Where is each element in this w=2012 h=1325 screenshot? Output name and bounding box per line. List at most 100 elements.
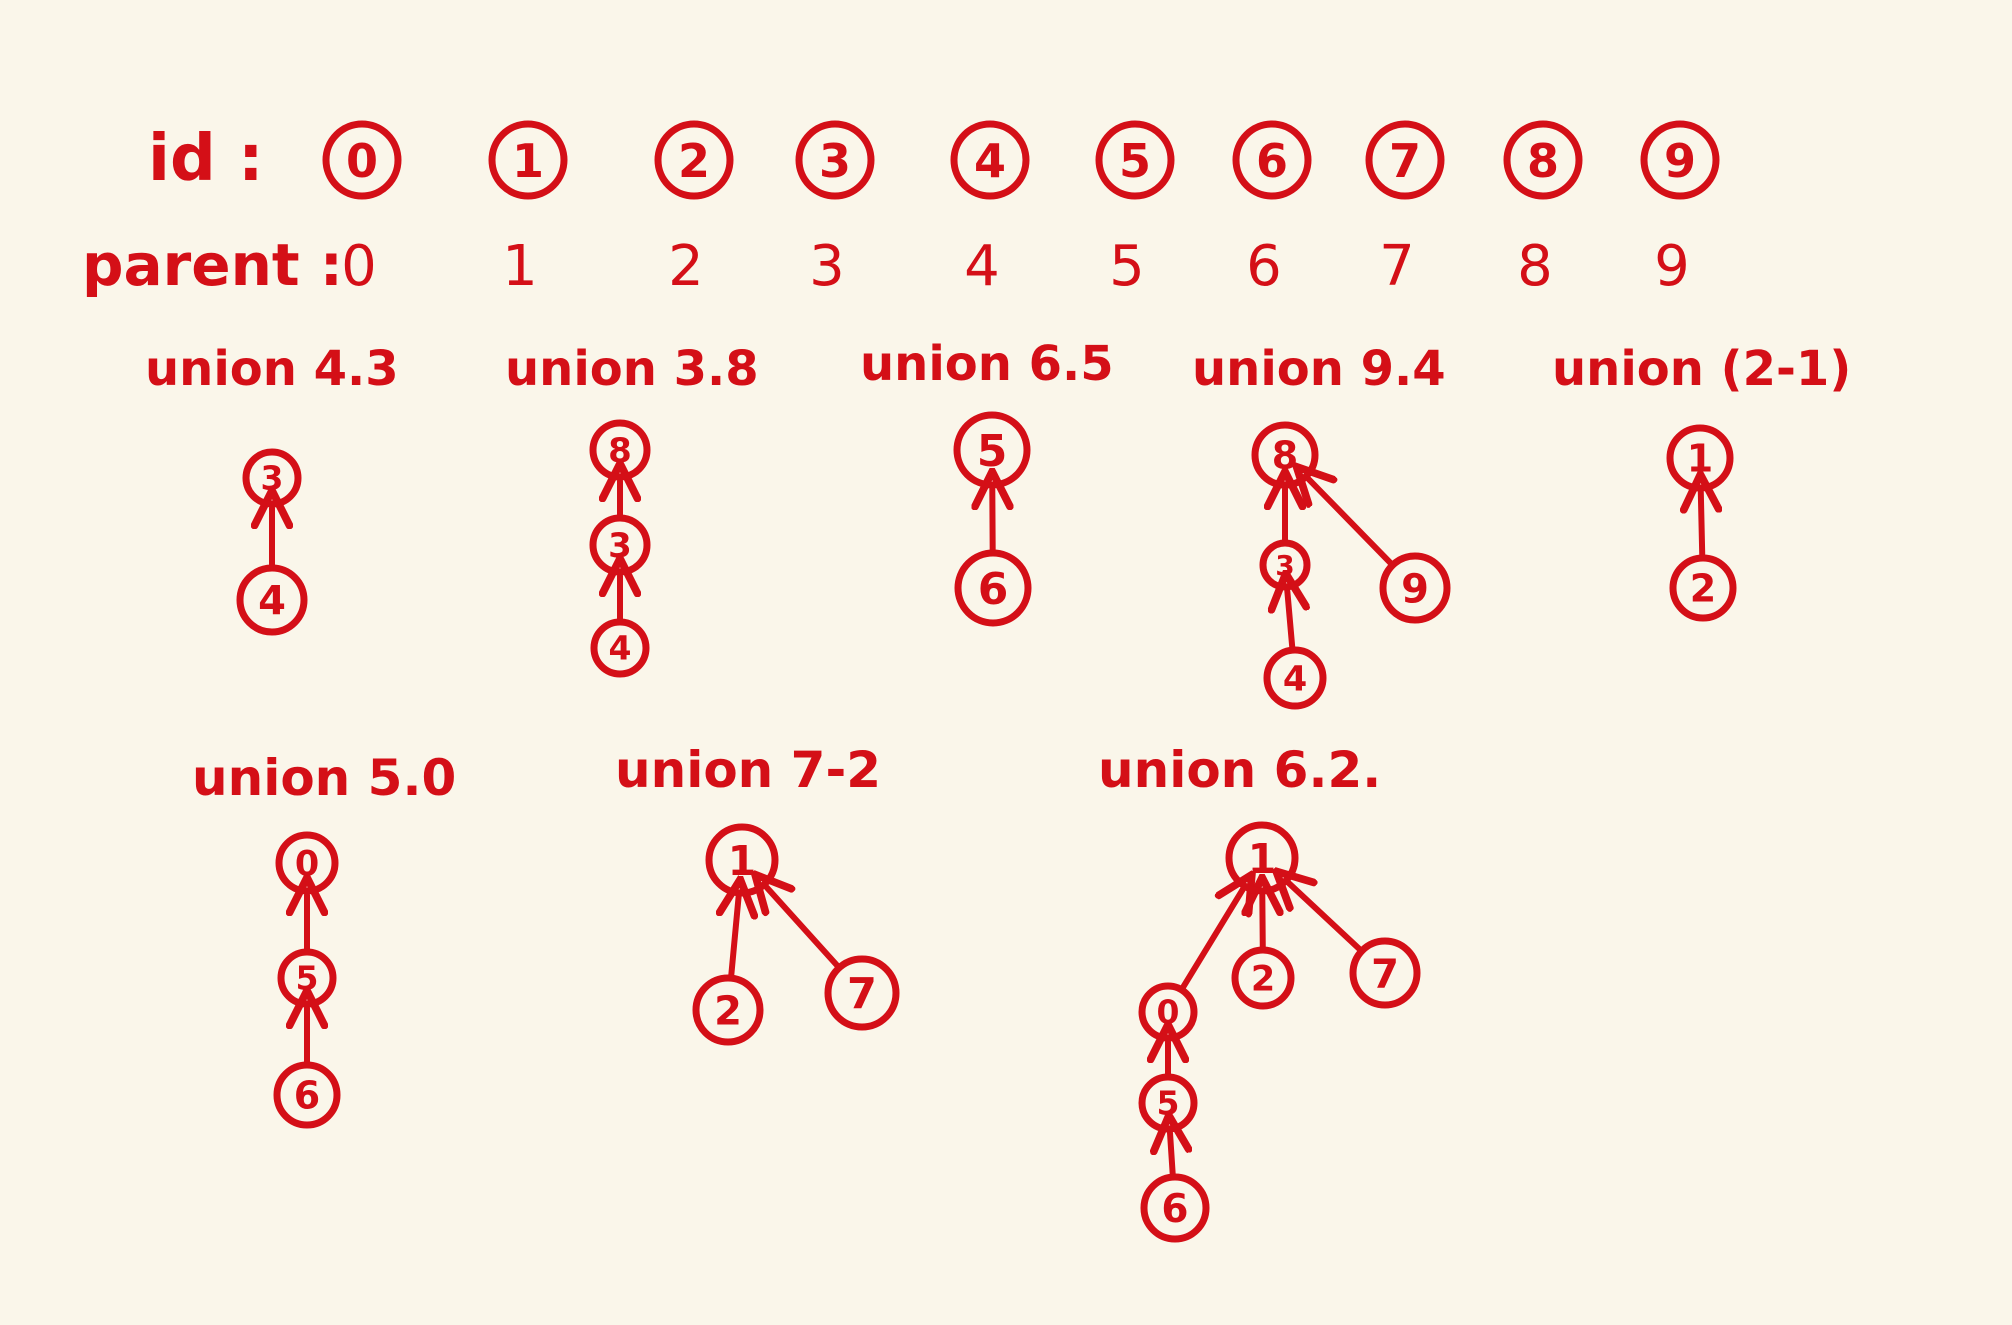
edge-6-to-5 <box>1170 1133 1173 1181</box>
tree-node-label: 6 <box>294 1074 320 1118</box>
tree-node-circle <box>1379 552 1451 624</box>
tree-node-circle <box>1231 946 1295 1010</box>
edge-4-to-3 <box>1287 591 1292 654</box>
tree-node-label: 1 <box>1248 835 1277 883</box>
parent-value-5: 5 <box>1109 234 1145 299</box>
parent-value-6: 6 <box>1246 234 1282 299</box>
tree-node-2: 2 <box>1669 554 1737 622</box>
parent-value-7: 7 <box>1379 234 1415 299</box>
id-node-circle <box>1365 120 1445 200</box>
parent-value-2: 2 <box>668 234 704 299</box>
id-node-8: 8 <box>1503 120 1583 200</box>
id-node-5: 5 <box>1095 120 1175 200</box>
tree-node-circle <box>1259 539 1311 591</box>
tree-step-3: 56 <box>953 411 1032 627</box>
id-node-1: 1 <box>488 120 568 200</box>
id-node-4: 4 <box>950 120 1030 200</box>
id-node-circle <box>322 120 402 200</box>
parent-value-3: 3 <box>809 234 845 299</box>
tree-node-circle <box>277 948 337 1008</box>
tree-node-circle <box>705 823 779 897</box>
tree-node-circle <box>242 448 302 508</box>
tree-node-label: 8 <box>608 431 632 471</box>
edge-7-to-1 <box>767 888 843 971</box>
tree-node-8: 8 <box>1251 421 1319 489</box>
id-node-label: 9 <box>1664 134 1696 188</box>
tree-node-label: 3 <box>261 459 284 498</box>
tree-step-5: 12 <box>1666 424 1737 622</box>
tree-node-4: 4 <box>590 618 650 678</box>
id-node-label: 2 <box>678 134 710 188</box>
tree-node-circle <box>1140 1173 1210 1243</box>
id-node-circle <box>1640 120 1720 200</box>
step-title-union-2-1: union (2-1) <box>1552 341 1851 397</box>
tree-node-2: 2 <box>1231 946 1295 1010</box>
tree-node-label: 7 <box>1371 951 1399 997</box>
step-title-union-6-2: union 6.2. <box>1098 741 1381 799</box>
id-node-6: 6 <box>1232 120 1312 200</box>
tree-step-1: 34 <box>236 448 308 636</box>
tree-node-5: 5 <box>277 948 337 1008</box>
id-node-label: 3 <box>819 134 851 188</box>
tree-node-1: 1 <box>1666 424 1734 492</box>
tree-node-4: 4 <box>1263 646 1327 710</box>
tree-node-8: 8 <box>589 419 651 481</box>
id-node-9: 9 <box>1640 120 1720 200</box>
tree-node-circle <box>236 564 308 636</box>
id-node-circle <box>1095 120 1175 200</box>
parent-value-1: 1 <box>502 234 538 299</box>
tree-node-circle <box>1666 424 1734 492</box>
id-node-label: 0 <box>346 134 378 188</box>
step-title-union-7-2: union 7-2 <box>615 741 881 799</box>
id-node-circle <box>950 120 1030 200</box>
tree-node-6: 6 <box>1140 1173 1210 1243</box>
tree-node-label: 6 <box>1161 1187 1188 1232</box>
tree-node-6: 6 <box>954 549 1032 627</box>
tree-node-7: 7 <box>1349 937 1421 1009</box>
tree-node-circle <box>273 1061 341 1129</box>
tree-node-circle <box>1138 1073 1198 1133</box>
parent-value-9: 9 <box>1654 234 1690 299</box>
tree-step-6: 0 5 6 <box>273 831 341 1129</box>
id-row-label: id : <box>148 122 264 196</box>
tree-node-3: 3 <box>589 514 651 576</box>
tree-node-circle <box>953 411 1031 489</box>
tree-node-circle <box>824 955 900 1031</box>
step-title-union-6-5: union 6.5 <box>860 336 1114 392</box>
tree-node-circle <box>1263 646 1327 710</box>
tree-node-1: 1 <box>1225 821 1299 895</box>
edge-0-to-1 <box>1178 890 1243 993</box>
id-node-0: 0 <box>322 120 402 200</box>
id-node-circle <box>488 120 568 200</box>
edge-7-to-1 <box>1289 883 1365 955</box>
tree-node-circle <box>1669 554 1737 622</box>
tree-node-label: 8 <box>1272 434 1298 478</box>
tree-node-label: 9 <box>1401 566 1429 612</box>
parent-value-4: 4 <box>964 234 1000 299</box>
tree-node-label: 4 <box>609 629 632 668</box>
tree-node-2: 2 <box>692 974 764 1046</box>
tree-node-label: 5 <box>296 959 319 998</box>
tree-node-5: 5 <box>953 411 1031 489</box>
tree-node-6: 6 <box>273 1061 341 1129</box>
id-node-2: 2 <box>654 120 734 200</box>
tree-node-circle <box>590 618 650 678</box>
step-title-union-4-3: union 4.3 <box>145 341 399 397</box>
id-node-circle <box>1232 120 1312 200</box>
tree-node-0: 0 <box>275 831 339 895</box>
tree-node-circle <box>1251 421 1319 489</box>
tree-node-circle <box>275 831 339 895</box>
tree-node-4: 4 <box>236 564 308 636</box>
tree-node-circle <box>954 549 1032 627</box>
tree-node-label: 5 <box>1157 1084 1180 1123</box>
id-node-label: 4 <box>974 134 1006 188</box>
tree-node-label: 6 <box>978 564 1009 615</box>
id-node-7: 7 <box>1365 120 1445 200</box>
edge-2-to-1 <box>1262 895 1263 953</box>
tree-node-label: 3 <box>608 526 632 566</box>
step-title-union-3-8: union 3.8 <box>505 341 759 397</box>
